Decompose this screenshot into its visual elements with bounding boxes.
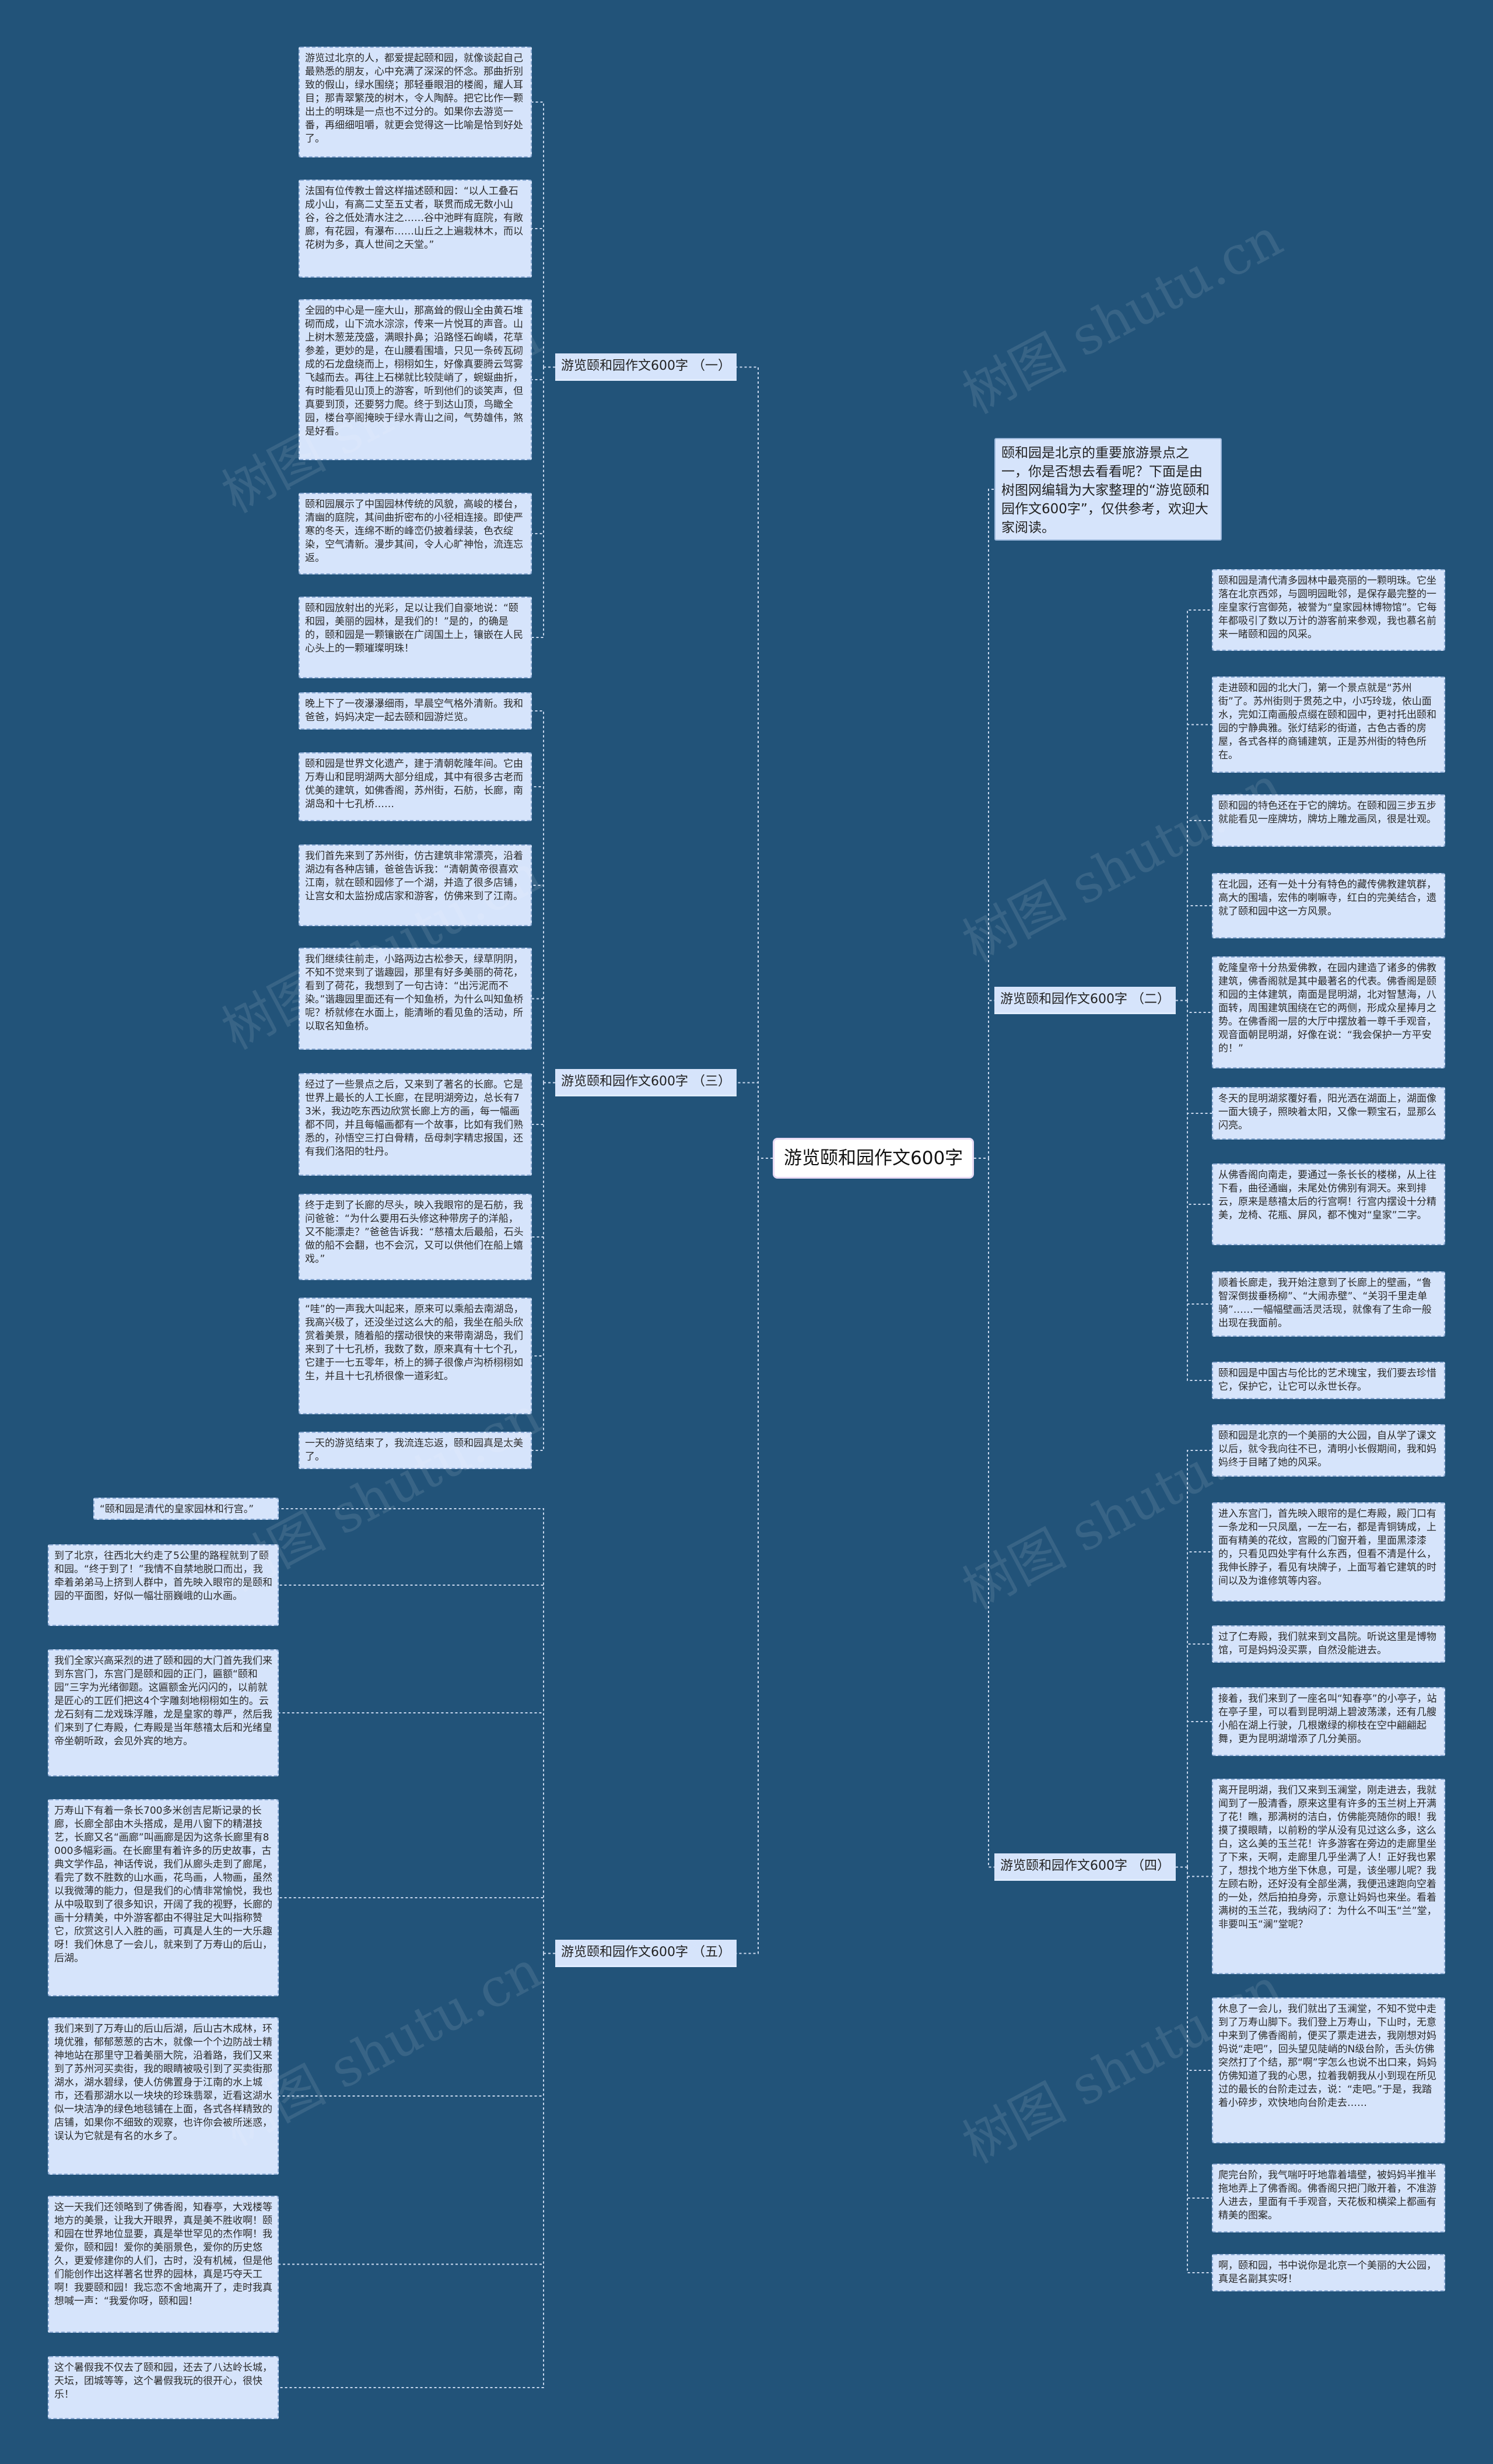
leaf-text: 颐和园是北京的一个美丽的大公园，自从学了课文以后，就令我向往不已，清明小长假期间… — [1212, 1424, 1445, 1477]
connector-line — [279, 1508, 544, 1954]
intro-summary[interactable]: 颐和园是北京的重要旅游景点之一，你是否想去看看呢？下面是由树图网编辑为大家整理的… — [994, 438, 1222, 541]
branch-part-3[interactable]: 游览颐和园作文600字 （三） — [555, 1069, 737, 1096]
leaf-text: 顺着长廊走，我开始注意到了长廊上的壁画，“鲁智深倒拔垂杨柳”、“大闹赤壁”、“关… — [1212, 1271, 1445, 1337]
connector-line — [532, 367, 544, 380]
leaf-text: 颐和园是中国古与伦比的艺术瑰宝，我们要去珍惜它，保护它，让它可以永世长存。 — [1212, 1362, 1445, 1399]
leaf-text: 在北园，还有一处十分有特色的藏传佛教建筑群，高大的围墙，宏伟的喇嘛寺，红白的完美… — [1212, 873, 1445, 938]
leaf-text: 我们来到了万寿山的后山后湖，后山古木成林，环境优雅，郁郁葱葱的古木，就像一个个边… — [48, 2017, 279, 2175]
leaf-text: “哇”的一声我大叫起来，原来可以乘船去南湖岛，我高兴极了，还没坐过这么大的船，我… — [299, 1298, 532, 1414]
connector-line — [279, 1897, 544, 1954]
leaf-text: 休息了一会儿，我们就出了玉澜堂，不知不觉中走到了万寿山脚下。我们登上万寿山，下山… — [1212, 1997, 1445, 2143]
leaf-text: 颐和园是清代清多园林中最亮丽的一颗明珠。它坐落在北京西郊，与圆明园毗邻，是保存最… — [1212, 569, 1445, 651]
leaf-text: 啊，颐和园，书中说你是北京一个美丽的大公园，真是名副其实呀！ — [1212, 2254, 1445, 2291]
connector-line — [1187, 1867, 1212, 1877]
connector-line — [1187, 905, 1212, 1001]
connector-line — [737, 1082, 759, 1158]
connector-line — [532, 228, 544, 367]
leaf-text: 这一天我们还领略到了佛香阁，知春亭，大戏楼等地方的美景，让我大开眼界，真是美不胜… — [48, 2196, 279, 2333]
connector-line — [279, 1953, 544, 2388]
branch-part-2[interactable]: 游览颐和园作文600字 （二） — [994, 987, 1176, 1014]
leaf-text: 我们继续往前走，小路两边古松参天，绿草阴阴，不知不觉来到了谐趣园，那里有好多美丽… — [299, 948, 532, 1050]
leaf-text: 经过了一些景点之后，又来到了著名的长廊。它是世界上最长的人工长廊，在昆明湖旁边，… — [299, 1073, 532, 1176]
leaf-text: 走进颐和园的北大门，第一个景点就是“苏州街”了。苏州街则于贯苑之中，小巧玲珑，依… — [1212, 677, 1445, 773]
leaf-text: 游览过北京的人，都爱提起颐和园，就像谈起自己最熟悉的朋友，心中充满了深深的怀念。… — [299, 47, 532, 157]
leaf-text: 进入东宫门，首先映入眼帘的是仁寿殿，殿门口有一条龙和一只凤凰，一左一右，都是青铜… — [1212, 1502, 1445, 1601]
connector-line — [1187, 1643, 1212, 1867]
connector-line — [532, 998, 544, 1083]
connector-line — [279, 1953, 544, 2097]
connector-line — [532, 1082, 544, 1238]
leaf-text: 接着，我们来到了一座名叫“知春亭”的小亭子，站在亭子里，可以看到昆明湖上碧波荡漾… — [1212, 1687, 1445, 1756]
connector-line — [532, 1082, 544, 1357]
connector-line — [1187, 1000, 1212, 1013]
connector-line — [532, 101, 544, 367]
connector-line — [532, 1082, 544, 1125]
root-topic[interactable]: 游览颐和园作文600字 — [773, 1138, 975, 1179]
leaf-text: 冬天的昆明湖浆覆好看，阳光洒在湖面上，湖面像一面大镜子，照映着太阳，又像一颗宝石… — [1212, 1087, 1445, 1140]
connector-line — [532, 367, 544, 534]
leaf-text: “颐和园是清代的皇家园林和行宫。” — [93, 1498, 279, 1520]
branch-part-4[interactable]: 游览颐和园作文600字 （四） — [994, 1853, 1176, 1881]
leaf-text: 颐和园的特色还在于它的牌坊。在颐和园三步五步就能看见一座牌坊，牌坊上雕龙画凤，很… — [1212, 794, 1445, 847]
connector-line — [1187, 1867, 1212, 2199]
connector-line — [1187, 1000, 1212, 1381]
leaf-text: 终于走到了长廊的尽头，映入我眼帘的是石舫，我问爸爸：“为什么要用石头修这种带房子… — [299, 1194, 532, 1280]
branch-part-1[interactable]: 游览颐和园作文600字 （一） — [555, 353, 737, 381]
leaf-text: 颐和园是世界文化遗产，建于清朝乾隆年间。它由万寿山和昆明湖两大部分组成，其中有很… — [299, 752, 532, 821]
leaf-text: 我们全家兴高采烈的进了颐和园的大门首先我们来到东宫门，东宫门是颐和园的正门，匾额… — [48, 1649, 279, 1776]
connector-line — [988, 489, 994, 1158]
leaf-text: 法国有位传教士曾这样描述颐和园：“以人工叠石成小山，有高二丈至五丈者，联贯而成无… — [299, 180, 532, 278]
branch-part-5[interactable]: 游览颐和园作文600字 （五） — [555, 1940, 737, 1967]
connector-line — [279, 1712, 544, 1954]
connector-line — [532, 367, 544, 638]
leaf-text: 从佛香阁向南走，要通过一条长长的楼梯，从上往下看，曲径通幽，未尾处仿佛别有洞天。… — [1212, 1163, 1445, 1245]
connector-line — [1187, 724, 1212, 1001]
leaf-text: 颐和园展示了中国园林传统的风貌，高峻的楼台，清幽的庭院，其间曲折密布的小径相连接… — [299, 493, 532, 574]
connector-line — [1187, 1721, 1212, 1867]
leaf-text: 一天的游览结束了，我流连忘返，颐和园真是太美了。 — [299, 1432, 532, 1469]
leaf-text: 晚上下了一夜瀑瀑细雨，早晨空气格外清新。我和爸爸，妈妈决定一起去颐和园游烂览。 — [299, 692, 532, 730]
connector-line — [988, 1000, 994, 1158]
connector-line — [279, 1953, 544, 2265]
leaf-text: 我们首先来到了苏州街，仿古建筑非常漂亮，沿着湖边有各种店铺，爸爸告诉我：“清朝黄… — [299, 844, 532, 926]
connector-line — [532, 786, 544, 1083]
connector-line — [1187, 820, 1212, 1001]
leaf-text: 过了仁寿殿，我们就来到文昌院。听说这里是博物馆，可是妈妈没买票，自然没能进去。 — [1212, 1625, 1445, 1663]
leaf-text: 颐和园放射出的光彩，足以让我们自豪地说：“颐和园，美丽的园林，是我们的！”是的，… — [299, 597, 532, 678]
connector-line — [1187, 1000, 1212, 1305]
leaf-text: 离开昆明湖，我们又来到玉澜堂，刚走进去，我就闻到了一股清香，原来这里有许多的玉兰… — [1212, 1779, 1445, 1974]
connector-line — [532, 710, 544, 1083]
leaf-text: 乾隆皇帝十分热爱佛教，在园内建造了诸多的佛教建筑，佛香阁就是其中最著名的代表。佛… — [1212, 956, 1445, 1068]
leaf-text: 到了北京，往西北大约走了5公里的路程就到了颐和园。“终于到了！”我情不自禁地脱口… — [48, 1544, 279, 1626]
connector-line — [1187, 1000, 1212, 1114]
connector-line — [1187, 1867, 1212, 2071]
connector-line — [1187, 1551, 1212, 1867]
connector-line — [1187, 1450, 1212, 1867]
connector-line — [737, 366, 759, 1158]
leaf-text: 这个暑假我不仅去了颐和园，还去了八达岭长城，天坛，团城等等，这个暑假我玩的很开心… — [48, 2356, 279, 2419]
connector-line — [532, 885, 544, 1083]
connector-line — [532, 1082, 544, 1451]
leaf-text: 爬完台阶，我气喘吁吁地靠着墙壁，被妈妈半推半拖地弄上了佛香阁。佛香阁只把门敞开着… — [1212, 2164, 1445, 2232]
leaf-text: 万寿山下有着一条长700多米创吉尼斯记录的长廊，长廊全部由木头搭成，是用八窗下的… — [48, 1799, 279, 1996]
leaf-text: 全园的中心是一座大山，那高耸的假山全由黄石堆砌而成，山下流水淙淙，传来一片悦耳的… — [299, 299, 532, 460]
connector-line — [1187, 1000, 1212, 1205]
connector-line — [1187, 1867, 1212, 2273]
connector-line — [988, 1158, 994, 1868]
connector-line — [1187, 609, 1212, 1001]
connector-line — [737, 1158, 759, 1954]
